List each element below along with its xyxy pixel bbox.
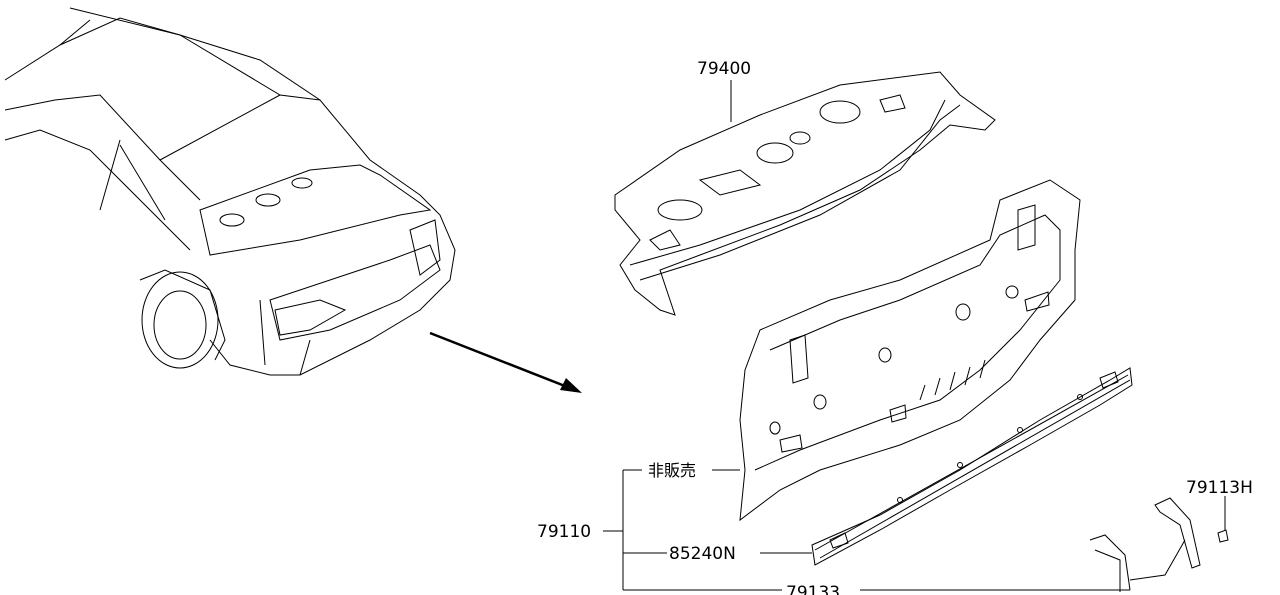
rear-panel-drawing — [739, 179, 1081, 522]
upper-panel-79400-drawing — [614, 71, 996, 316]
part-label-79400: 79400 — [697, 59, 751, 79]
part-label-85240n: 85240N — [669, 544, 736, 564]
lower-member-85240n-drawing — [811, 367, 1133, 566]
leader-lines — [603, 80, 1130, 591]
bracket-79133-drawing — [1089, 497, 1201, 592]
direction-arrow — [429, 331, 582, 393]
part-label-79133: 79133 — [786, 583, 840, 595]
car-rear-view-illustration — [4, 7, 456, 376]
clip-79113h-drawing — [1217, 496, 1229, 543]
part-label-79113h: 79113H — [1186, 478, 1253, 498]
not-sold-label: 非販売 — [648, 461, 696, 480]
part-label-79110: 79110 — [537, 522, 591, 542]
